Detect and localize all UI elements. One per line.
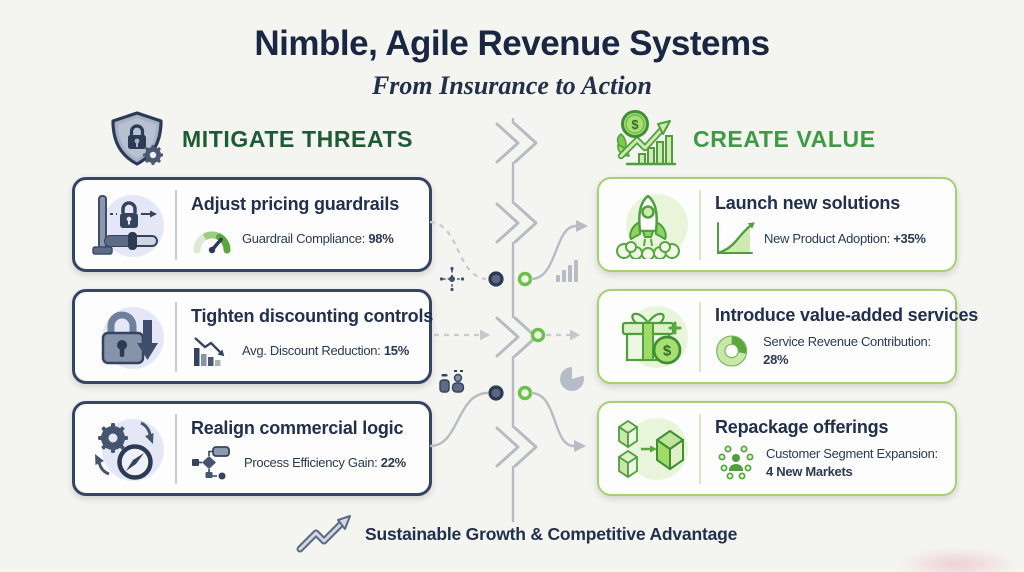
gear-compass-icon	[95, 421, 154, 480]
card-metric: New Product Adoption: +35%	[764, 230, 926, 246]
gift-dollar-coin-icon: $	[621, 312, 682, 365]
card-metric: Process Efficiency Gain: 22%	[244, 454, 406, 470]
card-icon-zone	[599, 179, 699, 270]
page-subtitle: From Insurance to Action	[371, 71, 653, 100]
donut-chart-icon	[716, 334, 748, 367]
card-title: Launch new solutions	[715, 192, 901, 213]
card-metric: Avg. Discount Reduction: 15%	[242, 342, 409, 358]
pie-chart-icon	[560, 364, 586, 391]
gauge-icon	[193, 231, 231, 253]
repackage-boxes-icon	[618, 420, 684, 478]
card-divider	[699, 301, 701, 372]
card-title: Adjust pricing guardrails	[191, 193, 400, 214]
card-title: Repackage offerings	[715, 416, 889, 437]
signal-bars-icon	[556, 260, 578, 282]
shield-lock-gear-icon	[111, 111, 163, 166]
mitigate-threats-label: MITIGATE THREATS	[182, 125, 414, 152]
card-adjust-pricing-guardrails: Adjust pricing guardrails Guardrail Comp…	[72, 177, 432, 272]
padlock-down-arrow-icon	[101, 311, 158, 365]
arrowhead-icon	[480, 329, 490, 341]
card-divider	[175, 189, 177, 260]
mitigate-threats-header: MITIGATE THREATS	[106, 110, 413, 168]
card-metric: Customer Segment Expansion: 4 New Market…	[766, 445, 938, 479]
corner-smudge	[898, 548, 1018, 572]
rising-line-chart-icon	[717, 221, 755, 254]
svg-text:$: $	[663, 343, 672, 360]
card-metric: Service Revenue Contribution: 28%	[763, 333, 931, 367]
declining-bar-chart-icon	[194, 336, 225, 366]
double-chevron-icon	[495, 122, 538, 468]
card-icon-zone	[75, 404, 175, 493]
card-tighten-discounting-controls: Tighten discounting controls Avg. Discou…	[72, 289, 434, 384]
mini-figures-icon	[439, 370, 465, 393]
card-divider	[699, 189, 701, 260]
move-crosshair-icon	[439, 266, 465, 292]
create-value-label: CREATE VALUE	[693, 125, 876, 152]
solid-connector	[530, 224, 577, 281]
card-metric: Guardrail Compliance: 98%	[242, 230, 394, 246]
footer-banner: Sustainable Growth & Competitive Advanta…	[296, 513, 737, 555]
card-repackage-offerings: Repackage offerings Customer Segment Exp…	[597, 401, 957, 496]
card-divider	[175, 301, 177, 372]
coin-growth-chart-icon: $	[616, 110, 677, 166]
card-title: Realign commercial logic	[191, 417, 404, 438]
rocket-launch-icon	[616, 194, 680, 259]
card-divider	[175, 413, 177, 484]
card-icon-zone	[599, 403, 699, 494]
card-icon-zone	[75, 292, 175, 381]
connector-dot-green	[517, 271, 533, 287]
card-title: Tighten discounting controls	[191, 305, 434, 326]
svg-text:$: $	[631, 117, 639, 132]
solid-connector	[430, 391, 489, 448]
connector-dot-navy	[488, 385, 504, 401]
create-value-header: $ CREATE VALUE	[613, 110, 876, 168]
pricing-guardrail-lock-slider-icon	[92, 195, 158, 255]
card-icon-zone: $	[599, 291, 699, 382]
flowchart-icon	[192, 445, 230, 479]
connector-dot-green	[517, 385, 533, 401]
arrowhead-icon	[576, 220, 588, 232]
arrowhead-icon	[570, 329, 580, 341]
card-realign-commercial-logic: Realign commercial logic Process Efficie…	[72, 401, 432, 496]
footer-label: Sustainable Growth & Competitive Advanta…	[365, 523, 738, 544]
card-divider	[699, 413, 701, 484]
connector-dot-green	[530, 327, 546, 343]
flow-connectors	[430, 118, 588, 522]
solid-connector	[530, 391, 575, 448]
dashed-connector	[430, 220, 487, 281]
card-title: Introduce value-added services	[715, 304, 979, 325]
card-icon-zone	[75, 180, 175, 269]
card-introduce-value-added-services: $ Introduce value-added services Service…	[597, 289, 979, 384]
connector-dot-navy	[488, 271, 504, 287]
growth-zigzag-arrow-icon	[296, 515, 351, 553]
customer-segments-icon	[718, 445, 754, 479]
card-launch-new-solutions: Launch new solutions New Product Adoptio…	[597, 177, 957, 272]
arrowhead-icon	[574, 440, 586, 452]
page-title: Nimble, Agile Revenue Systems	[254, 24, 770, 63]
